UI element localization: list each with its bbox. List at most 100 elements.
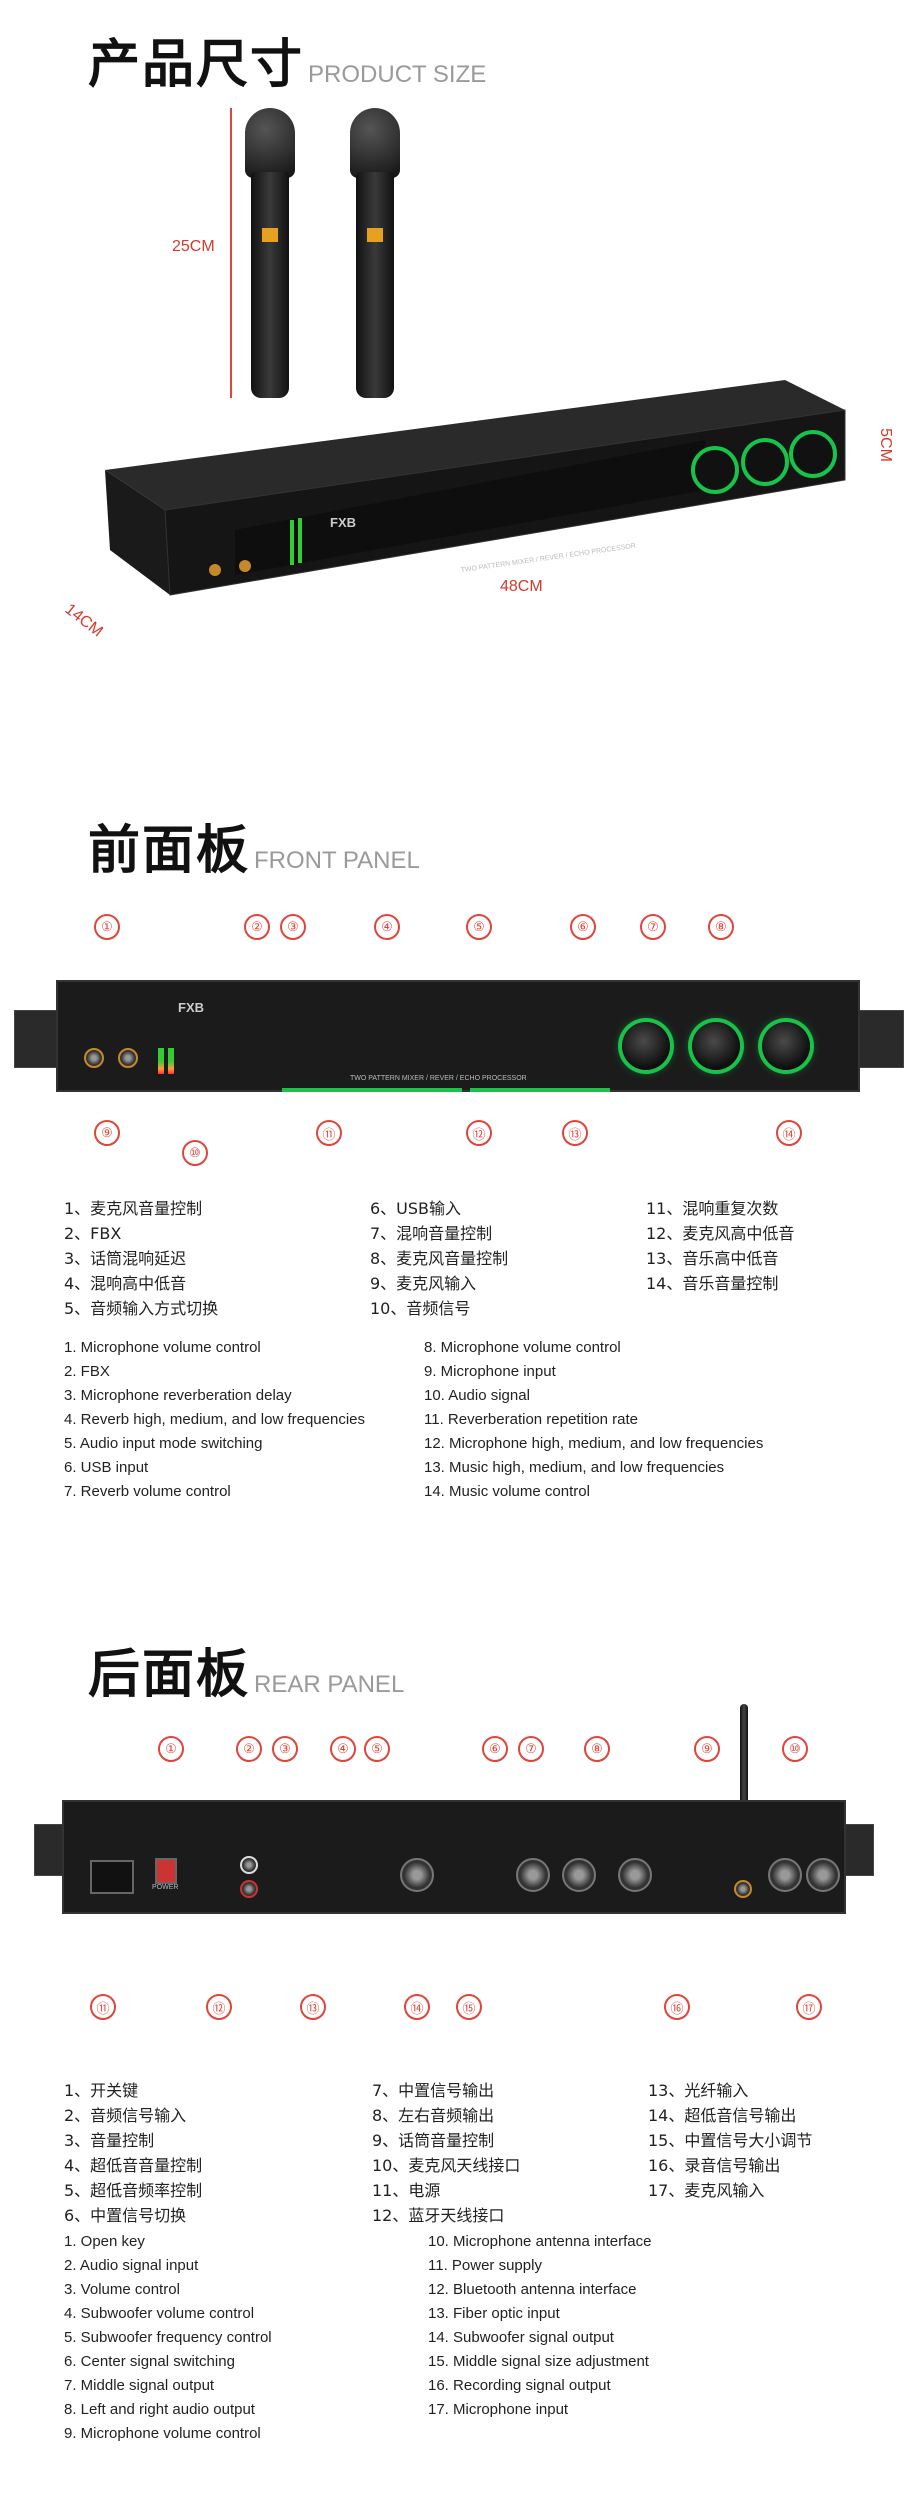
device-perspective xyxy=(85,370,850,600)
front-mic-input-2 xyxy=(118,1048,138,1068)
front-cn-item: 1、麦克风音量控制 xyxy=(64,1199,203,1218)
front-audio-meter-1 xyxy=(158,1048,164,1074)
front-callout-1: ① xyxy=(94,914,120,940)
front-panel-title-en: FRONT PANEL xyxy=(254,847,420,874)
rear-en-item: 3. Volume control xyxy=(64,2281,180,2298)
front-cn-item: 9、麦克风输入 xyxy=(370,1274,477,1293)
front-en-item: 2. FBX xyxy=(64,1363,110,1380)
front-callout-6: ⑥ xyxy=(570,914,596,940)
rear-panel-heading: 后面板 REAR PANEL xyxy=(88,1632,404,1707)
front-knob-mic-volume xyxy=(692,1022,740,1070)
rear-callout-17: ⑰ xyxy=(796,1994,822,2020)
front-callout-4: ④ xyxy=(374,914,400,940)
rear-callout-7: ⑦ xyxy=(518,1736,544,1762)
front-callout-7: ⑦ xyxy=(640,914,666,940)
rear-callout-8: ⑧ xyxy=(584,1736,610,1762)
rear-callout-1: ① xyxy=(158,1736,184,1762)
dim-width-label: 48CM xyxy=(500,578,543,595)
rear-callout-12: ⑫ xyxy=(206,1994,232,2020)
front-callout-10: ⑩ xyxy=(182,1140,208,1166)
rear-en-item: 11. Power supply xyxy=(428,2257,542,2274)
front-en-item: 1. Microphone volume control xyxy=(64,1339,261,1356)
product-size-heading: 产品尺寸 PRODUCT SIZE xyxy=(88,22,486,97)
rear-antenna xyxy=(740,1704,748,1854)
front-cn-item: 10、音频信号 xyxy=(370,1299,471,1318)
front-en-item: 11. Reverberation repetition rate xyxy=(424,1411,639,1428)
rear-callout-15: ⑮ xyxy=(456,1994,482,2020)
front-device-brand: FXB xyxy=(178,1000,204,1015)
front-en-item: 3. Microphone reverberation delay xyxy=(64,1387,292,1404)
front-device-strip: TWO PATTERN MIXER / REVER / ECHO PROCESS… xyxy=(350,1075,527,1082)
front-mic-input-1 xyxy=(84,1048,104,1068)
dim-depth-label: 14CM xyxy=(61,600,106,641)
front-en-item: 7. Reverb volume control xyxy=(64,1483,231,1500)
rear-xlr-mic-2 xyxy=(806,1858,840,1892)
rear-cn-item: 5、超低音频率控制 xyxy=(64,2181,203,2200)
rear-rca-red xyxy=(240,1880,258,1898)
rear-cn-item: 7、中置信号输出 xyxy=(372,2081,495,2100)
front-list-cn-col2: 6、USB输入 7、混响音量控制 8、麦克风音量控制 9、麦克风输入 10、音频… xyxy=(370,1196,508,1321)
front-callout-8: ⑧ xyxy=(708,914,734,940)
front-cn-item: 3、话筒混响延迟 xyxy=(64,1249,187,1268)
rear-list-cn-col2: 7、中置信号输出 8、左右音频输出 9、话筒音量控制 10、麦克风天线接口 11… xyxy=(372,2078,520,2228)
front-cn-item: 12、麦克风高中低音 xyxy=(646,1224,795,1243)
rear-xlr-subwoofer xyxy=(400,1858,434,1892)
rear-en-item: 6. Center signal switching xyxy=(64,2353,235,2370)
rear-en-item: 7. Middle signal output xyxy=(64,2377,215,2394)
rear-cn-item: 2、音频信号输入 xyxy=(64,2106,187,2125)
front-en-item: 6. USB input xyxy=(64,1459,149,1476)
front-callout-13: ⑬ xyxy=(562,1120,588,1146)
front-en-item: 14. Music volume control xyxy=(424,1483,590,1500)
rear-list-en-col2: 10. Microphone antenna interface 11. Pow… xyxy=(428,2230,651,2422)
rear-en-item: 10. Microphone antenna interface xyxy=(428,2233,652,2250)
front-cn-item: 11、混响重复次数 xyxy=(646,1199,779,1218)
front-panel-heading: 前面板 FRONT PANEL xyxy=(88,808,420,883)
front-cn-item: 7、混响音量控制 xyxy=(370,1224,493,1243)
front-cn-item: 2、FBX xyxy=(64,1224,122,1243)
front-en-item: 10. Audio signal xyxy=(424,1387,530,1404)
front-green-strip-1 xyxy=(282,1088,462,1092)
rear-callout-2: ② xyxy=(236,1736,262,1762)
rear-callout-4: ④ xyxy=(330,1736,356,1762)
front-list-en-col1: 1. Microphone volume control 2. FBX 3. M… xyxy=(64,1336,365,1504)
rear-callout-14: ⑭ xyxy=(404,1994,430,2020)
front-cn-item: 8、麦克风音量控制 xyxy=(370,1249,509,1268)
device-perspective-svg xyxy=(105,380,846,596)
front-cn-item: 6、USB输入 xyxy=(370,1199,462,1218)
rear-list-cn-col3: 13、光纤输入 14、超低音信号输出 15、中置信号大小调节 16、录音信号输出… xyxy=(648,2078,812,2203)
rear-callout-16: ⑯ xyxy=(664,1994,690,2020)
front-green-strip-2 xyxy=(470,1088,610,1092)
rear-en-item: 4. Subwoofer volume control xyxy=(64,2305,255,2322)
front-panel-title-cn: 前面板 xyxy=(88,821,251,881)
rear-cn-item: 17、麦克风输入 xyxy=(648,2181,765,2200)
rear-en-item: 12. Bluetooth antenna interface xyxy=(428,2281,637,2298)
rear-xlr-mic-1 xyxy=(768,1858,802,1892)
rear-en-item: 8. Left and right audio output xyxy=(64,2401,255,2418)
product-size-title-cn: 产品尺寸 xyxy=(88,35,305,95)
rear-mic-jack xyxy=(734,1880,752,1898)
front-knob-reverb-volume xyxy=(622,1022,670,1070)
front-en-item: 5. Audio input mode switching xyxy=(64,1435,263,1452)
rear-list-en-col1: 1. Open key 2. Audio signal input 3. Vol… xyxy=(64,2230,272,2446)
rear-cn-item: 1、开关键 xyxy=(64,2081,139,2100)
rear-panel-title-en: REAR PANEL xyxy=(254,1671,405,1698)
rear-panel-title-cn: 后面板 xyxy=(88,1645,251,1705)
rear-en-item: 2. Audio signal input xyxy=(64,2257,199,2274)
front-list-cn-col1: 1、麦克风音量控制 2、FBX 3、话筒混响延迟 4、混响高中低音 5、音频输入… xyxy=(64,1196,218,1321)
front-callout-12: ⑫ xyxy=(466,1120,492,1146)
rear-cn-item: 12、蓝牙天线接口 xyxy=(372,2206,505,2225)
rear-callout-13: ⑬ xyxy=(300,1994,326,2020)
front-audio-meter-2 xyxy=(168,1048,174,1074)
dim-height-label: 5CM xyxy=(876,428,894,462)
rear-en-item: 5. Subwoofer frequency control xyxy=(64,2329,272,2346)
rear-callout-10: ⑩ xyxy=(782,1736,808,1762)
front-cn-item: 5、音频输入方式切换 xyxy=(64,1299,219,1318)
rear-power-switch xyxy=(155,1858,177,1884)
front-en-item: 8. Microphone volume control xyxy=(424,1339,621,1356)
front-cn-item: 14、音乐音量控制 xyxy=(646,1274,779,1293)
rear-rca-white xyxy=(240,1856,258,1874)
rear-callout-5: ⑤ xyxy=(364,1736,390,1762)
rear-callout-3: ③ xyxy=(272,1736,298,1762)
front-cn-item: 4、混响高中低音 xyxy=(64,1274,187,1293)
rear-xlr-center xyxy=(516,1858,550,1892)
